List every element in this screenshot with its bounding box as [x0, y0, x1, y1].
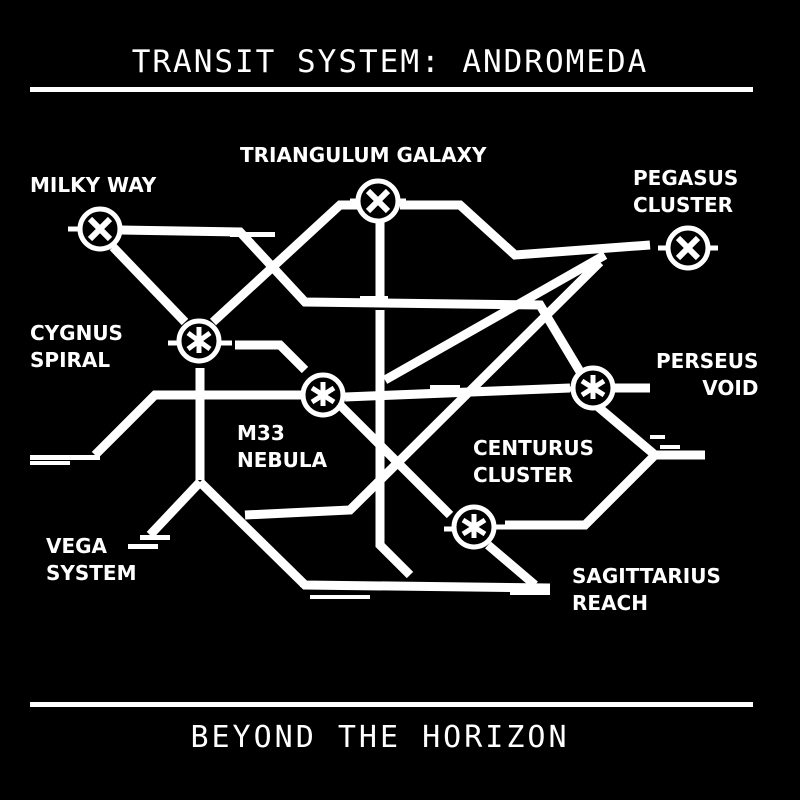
station-icon-cygnus	[168, 318, 232, 364]
line-diag-2	[244, 258, 604, 520]
map-tagline: BEYOND THE HORIZON	[190, 720, 570, 755]
line-triangulum-pegasus	[400, 200, 651, 260]
line-terminals	[30, 232, 680, 599]
bottom-divider	[30, 702, 753, 707]
station-label-vega-system: VEGA SYSTEM	[46, 534, 137, 585]
top-divider	[30, 87, 753, 92]
transit-lines	[91, 200, 705, 593]
station-label-pegasus-cluster: PEGASUS CLUSTER	[633, 166, 739, 217]
line-milky-cygnus	[109, 243, 189, 326]
station-icon-milky-way	[68, 206, 123, 252]
line-diag-1	[382, 251, 608, 384]
station-label-m33-nebula: M33 NEBULA	[237, 421, 328, 472]
station-icon-triangulum	[350, 178, 406, 224]
station-icon-m33	[300, 372, 346, 418]
line-west-m33	[91, 390, 305, 459]
station-markers	[68, 178, 718, 550]
line-m33-centurus	[336, 401, 454, 519]
station-icon-pegasus	[658, 225, 718, 271]
line-cygnus-m33	[235, 340, 309, 374]
station-icon-perseus	[563, 365, 616, 411]
station-label-sagittarius-reach: SAGITTARIUS REACH	[572, 564, 721, 615]
station-label-centurus-cluster: CENTURUS CLUSTER	[473, 436, 595, 487]
station-label-perseus-void: PERSEUS VOID	[656, 349, 759, 400]
station-label-triangulum-galaxy: TRIANGULUM GALAXY	[240, 143, 487, 167]
line-to-vega	[146, 478, 204, 539]
line-milky-east	[119, 225, 589, 383]
line-central-vertical	[375, 310, 414, 579]
line-m33-perseus	[344, 383, 571, 402]
line-to-sagittarius-south	[196, 478, 551, 593]
line-centurus-sagittarius	[485, 541, 538, 589]
line-centurus-perseus	[505, 396, 662, 530]
station-icon-centurus	[444, 504, 508, 550]
line-cygnus-triangulum	[209, 200, 360, 326]
station-label-milky-way: MILKY WAY	[30, 173, 157, 197]
map-title: TRANSIT SYSTEM: ANDROMEDA	[131, 44, 649, 80]
station-label-cygnus-spiral: CYGNUS SPIRAL	[30, 321, 123, 372]
